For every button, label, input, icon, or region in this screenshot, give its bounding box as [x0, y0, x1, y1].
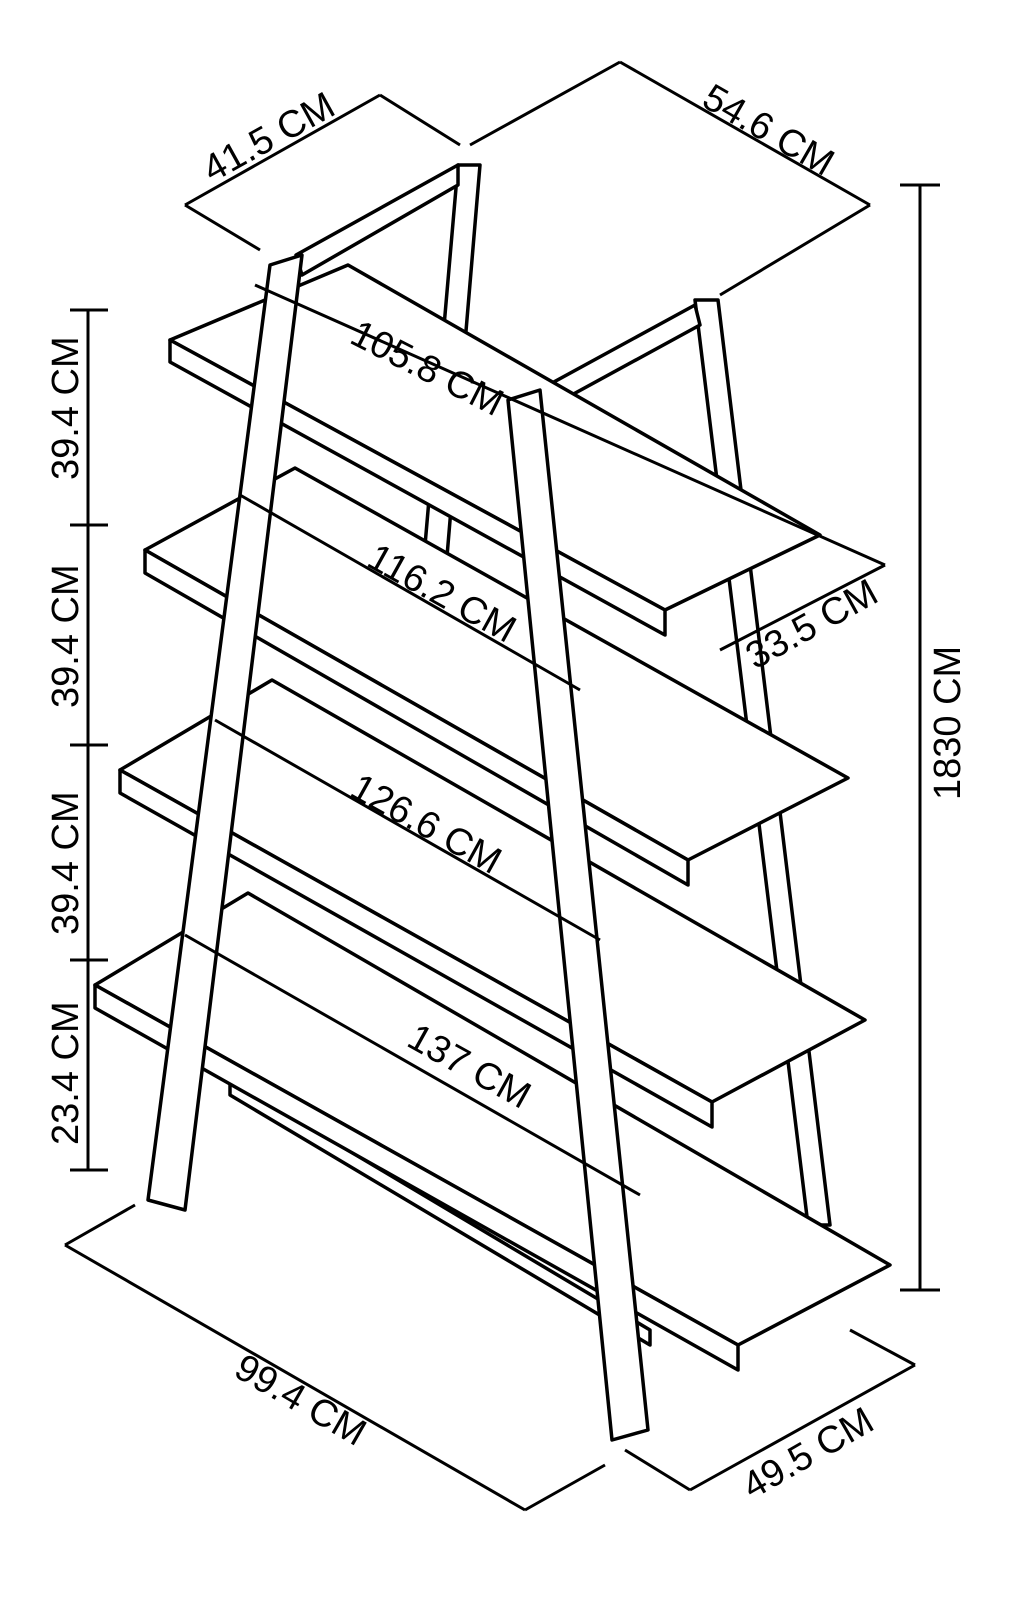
gap-2-label: 39.4 CM: [45, 564, 87, 708]
shelf-4-front-edge: [93, 983, 740, 1372]
gap-3-label: 39.4 CM: [45, 791, 87, 935]
bottom-brace: [228, 1078, 652, 1347]
dimension-lines: [64, 60, 940, 1512]
base-width-label: 99.4 CM: [228, 1346, 373, 1454]
shelf-1-depth-label: 33.5 CM: [739, 572, 885, 678]
gap-4-label: 23.4 CM: [45, 1001, 87, 1145]
front-left-leg: [146, 253, 304, 1212]
front-right-leg: [506, 388, 650, 1442]
top-left-crossbar: [294, 163, 460, 277]
shelf-3-front-edge: [118, 768, 714, 1129]
height-total-label: 1830 CM: [927, 646, 969, 800]
top-depth-label: 41.5 CM: [196, 85, 342, 191]
top-width-label: 54.6 CM: [696, 76, 841, 184]
gap-1-label: 39.4 CM: [45, 336, 87, 480]
